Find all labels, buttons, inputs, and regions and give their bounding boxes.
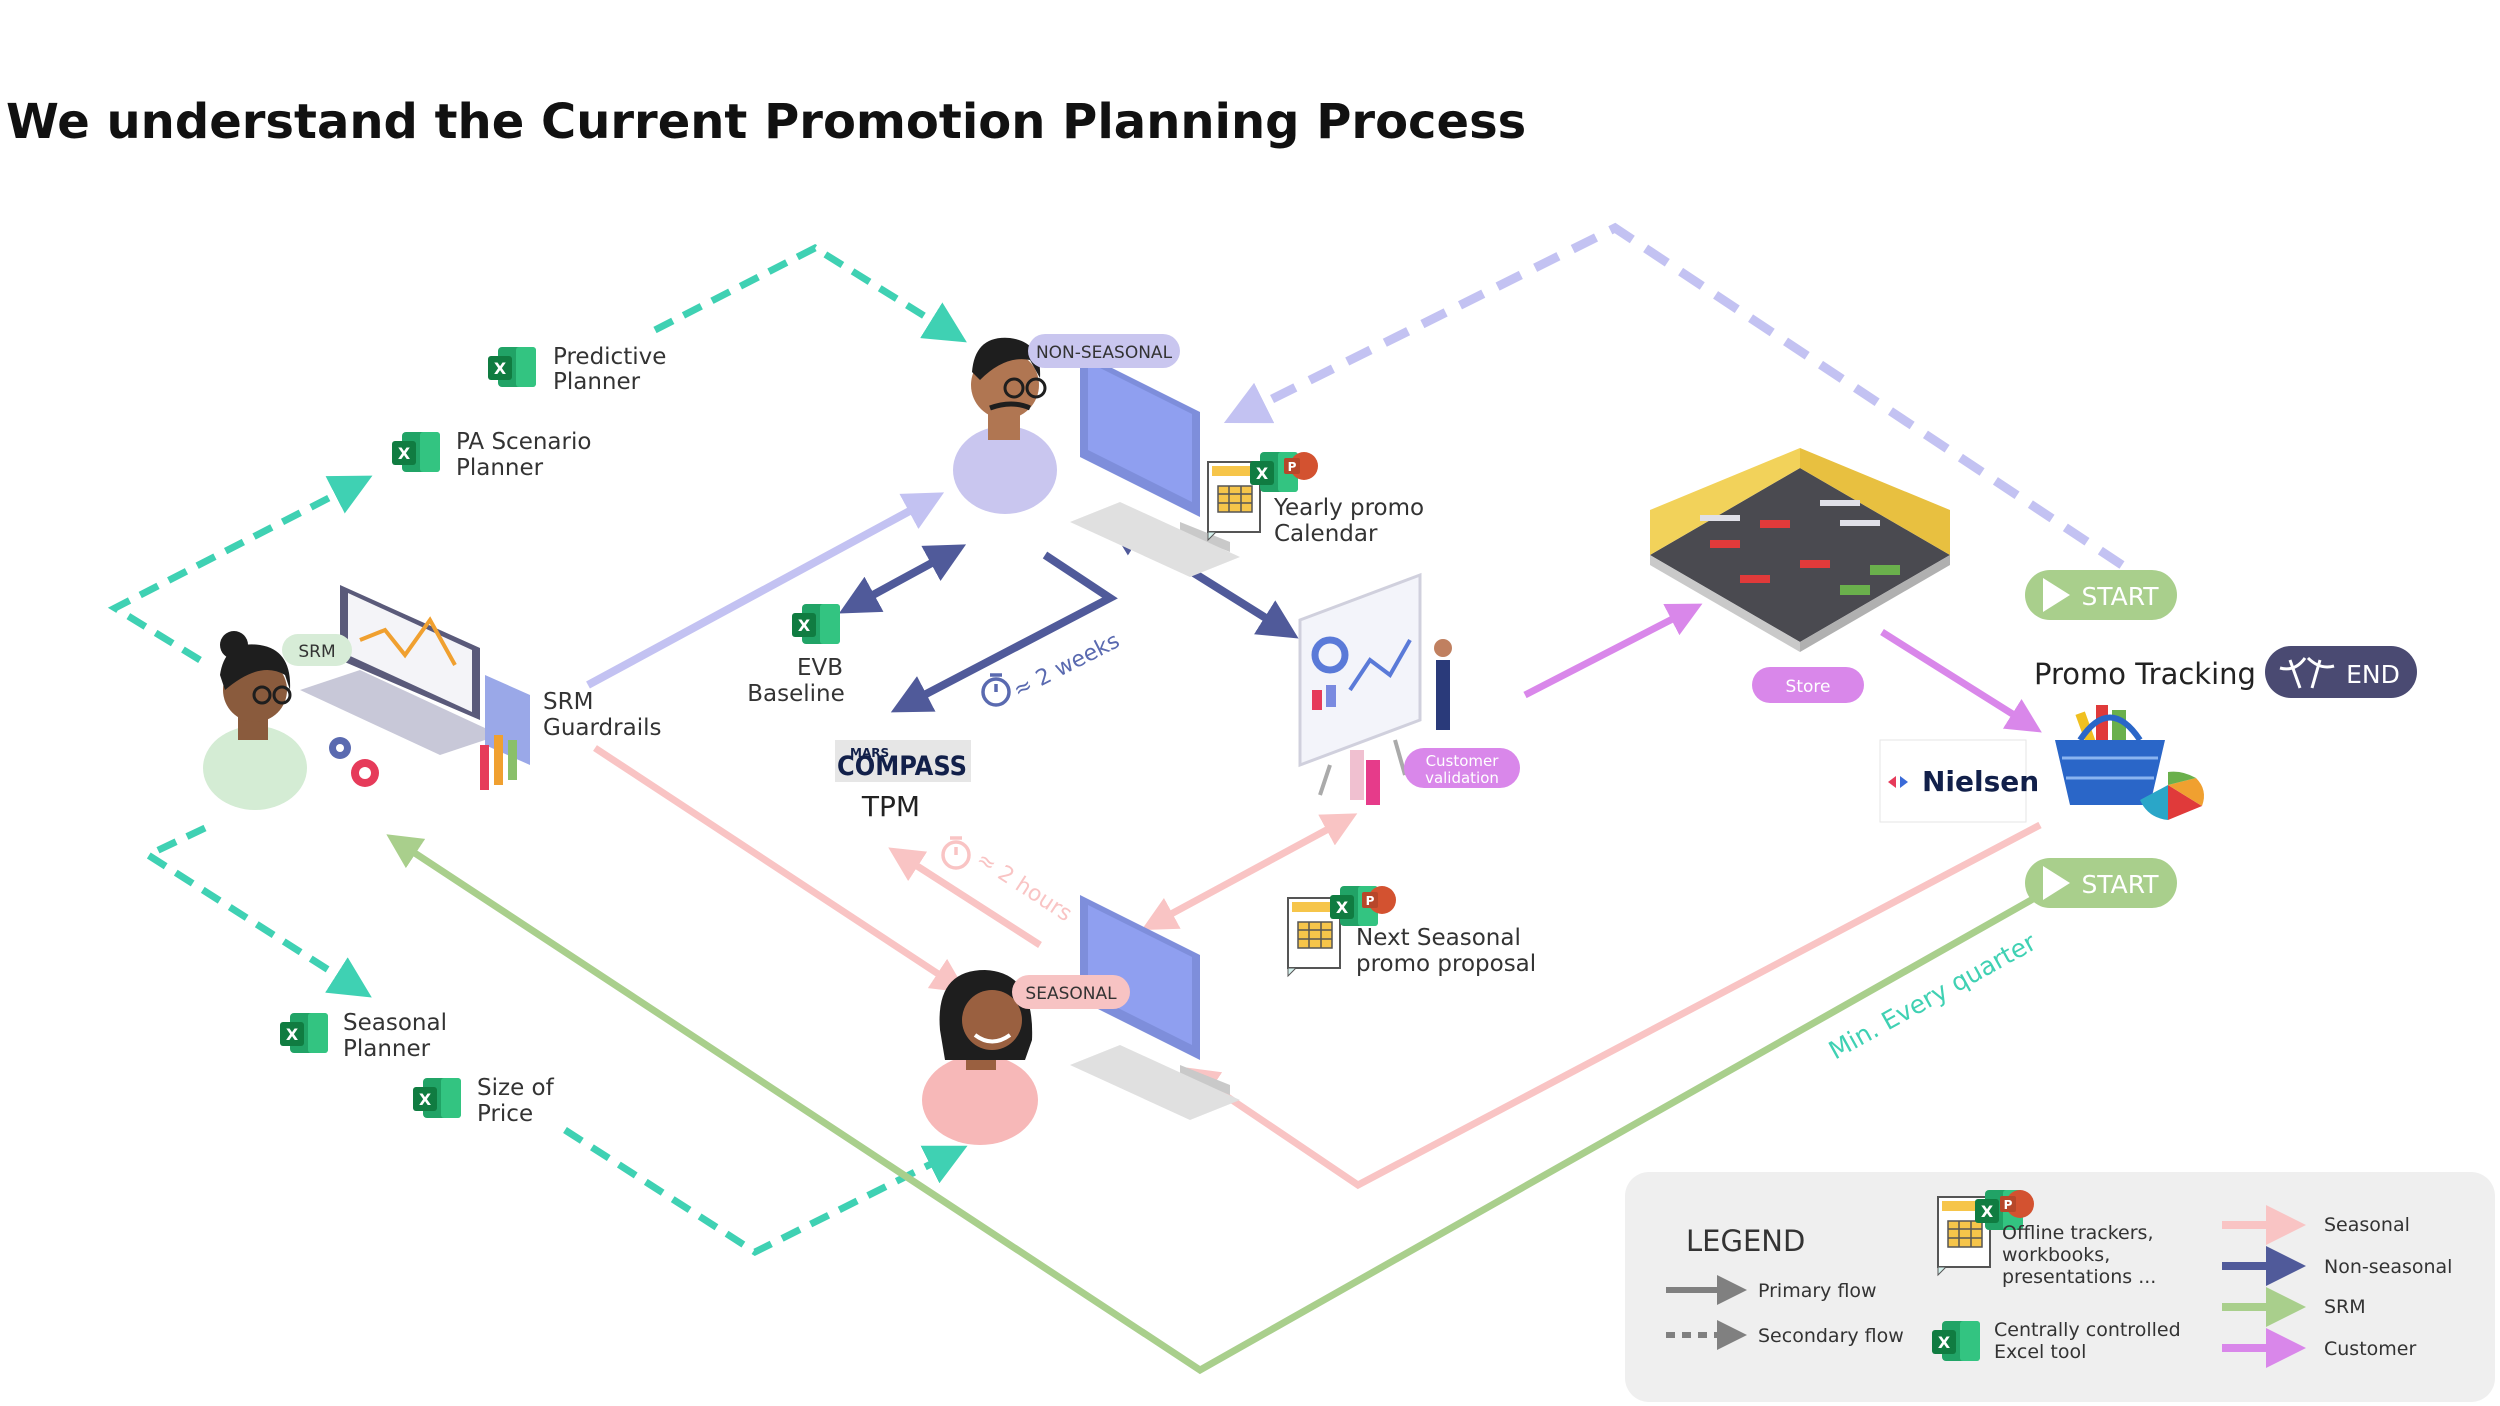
seasonal-person bbox=[922, 970, 1038, 1145]
size-of-price-line2: Price bbox=[477, 1101, 533, 1127]
customer-to-store-arrow bbox=[1523, 603, 1703, 699]
compass-word: COMPASS bbox=[837, 751, 967, 782]
excel-icon bbox=[280, 1013, 328, 1053]
srm-to-nonseasonal-arrow bbox=[586, 492, 945, 689]
excel-icon bbox=[392, 432, 440, 472]
legend-offline-line2: workbooks, bbox=[2002, 1244, 2110, 1266]
promo-tracking-node: START Promo Tracking END Nielsen bbox=[1879, 570, 2417, 908]
nonseasonal-evb-arrow bbox=[838, 544, 967, 614]
legend-offline-line1: Offline trackers, bbox=[2002, 1222, 2154, 1244]
legend-nonseasonal-label: Non-seasonal bbox=[2324, 1256, 2452, 1278]
legend-central-line2: Excel tool bbox=[1994, 1341, 2086, 1363]
excel-icon bbox=[413, 1078, 461, 1118]
seasonal-badge-label: SEASONAL bbox=[1025, 984, 1117, 1004]
pa-scenario-line1: PA Scenario bbox=[456, 429, 591, 455]
stopwatch-icon bbox=[981, 673, 1011, 707]
teal-flow-predictive bbox=[653, 243, 967, 343]
next-seasonal-line2: promo proposal bbox=[1356, 951, 1536, 977]
seasonal-planner-line1: Seasonal bbox=[343, 1010, 447, 1036]
predictive-planner-line1: Predictive bbox=[553, 344, 666, 370]
start-top-button bbox=[2025, 570, 2177, 620]
seasonal-planner-line2: Planner bbox=[343, 1036, 431, 1062]
nielsen-logo: Nielsen bbox=[1879, 739, 2039, 823]
play-icon bbox=[2043, 866, 2070, 900]
promo-tracking-label: Promo Tracking bbox=[2034, 657, 2256, 691]
legend-offline-line3: presentations ... bbox=[2002, 1266, 2156, 1288]
presentation-board-icon bbox=[1298, 572, 1452, 805]
seasonal-customer-arrow bbox=[1141, 813, 1358, 930]
stopwatch-icon bbox=[941, 836, 971, 870]
nonseasonal-badge bbox=[1028, 334, 1180, 368]
compass-brand: MARS bbox=[850, 746, 889, 760]
srm-person bbox=[203, 631, 307, 810]
teal-flow-pa-scenario bbox=[107, 475, 373, 663]
excel-icon bbox=[792, 604, 840, 644]
seasonal-node: SEASONAL bbox=[922, 895, 1240, 1145]
legend-srm-label: SRM bbox=[2324, 1296, 2366, 1318]
customer-badge-line2: validation bbox=[1425, 769, 1499, 787]
start-bottom-button bbox=[2025, 858, 2177, 908]
excel-icon bbox=[488, 347, 536, 387]
srm-quarterly-flow bbox=[386, 834, 2042, 1375]
start-top-label: START bbox=[2081, 582, 2159, 611]
pa-scenario-line2: Planner bbox=[456, 455, 544, 481]
nonseasonal-person bbox=[953, 337, 1057, 514]
srm-badge bbox=[282, 634, 352, 666]
srm-guardrails-line1: SRM bbox=[543, 689, 593, 715]
teal-flow-seasonal-planner bbox=[140, 824, 372, 998]
store-badge-label: Store bbox=[1786, 677, 1831, 697]
laptop-icon bbox=[300, 585, 530, 790]
size-of-price-line1: Size of bbox=[477, 1075, 555, 1101]
seasonal-badge bbox=[1012, 975, 1130, 1009]
srm-node: SRM bbox=[203, 585, 530, 810]
tpm-label: TPM bbox=[861, 790, 920, 823]
nonseasonal-node: NON-SEASONAL bbox=[953, 334, 1240, 577]
yearly-promo-line1: Yearly promo bbox=[1273, 495, 1424, 521]
srm-guardrails-line2: Guardrails bbox=[543, 715, 661, 741]
seasonal-to-tpm-arrow bbox=[888, 847, 1042, 948]
checkered-flag-icon bbox=[2279, 656, 2335, 689]
compass-logo: MARS COMPASS bbox=[835, 740, 971, 782]
nonseasonal-badge-label: NON-SEASONAL bbox=[1036, 343, 1173, 363]
next-seasonal-line1: Next Seasonal bbox=[1356, 925, 1521, 951]
legend-customer-label: Customer bbox=[2324, 1338, 2416, 1360]
evb-line2: Baseline bbox=[747, 681, 845, 707]
yearly-promo-line2: Calendar bbox=[1274, 521, 1378, 547]
evb-line1: EVB bbox=[797, 655, 843, 681]
basket-icon bbox=[2055, 705, 2204, 820]
teal-flow-size-of-price bbox=[563, 1127, 968, 1257]
seasonal-flows bbox=[593, 745, 2042, 1190]
secondary-flows bbox=[107, 243, 968, 1257]
end-label: END bbox=[2346, 660, 2400, 689]
customer-node: Customer validation bbox=[1298, 572, 1520, 805]
legend-seasonal-label: Seasonal bbox=[2324, 1214, 2410, 1236]
customer-validation-badge bbox=[1404, 748, 1520, 788]
tracking-to-seasonal-arrow bbox=[1183, 821, 2042, 1190]
nonseasonal-tpm-arrow bbox=[890, 551, 1118, 713]
legend-central-line1: Centrally controlled bbox=[1994, 1319, 2181, 1341]
legend: LEGEND Primary flow Secondary flow Offli… bbox=[1625, 1172, 2495, 1402]
legend-primary-label: Primary flow bbox=[1758, 1280, 1877, 1302]
store-icon bbox=[1650, 448, 1950, 652]
page-title: We understand the Current Promotion Plan… bbox=[6, 94, 1526, 150]
store-badge bbox=[1752, 667, 1864, 703]
srm-badge-label: SRM bbox=[298, 642, 335, 662]
play-icon bbox=[2043, 578, 2070, 612]
predictive-planner-line2: Planner bbox=[553, 369, 641, 395]
legend-title: LEGEND bbox=[1686, 1224, 1805, 1258]
start-bottom-label: START bbox=[2081, 870, 2159, 899]
store-node: Store bbox=[1650, 448, 1950, 703]
srm-to-seasonal-arrow bbox=[593, 745, 967, 993]
legend-secondary-label: Secondary flow bbox=[1758, 1325, 1904, 1347]
customer-badge-line1: Customer bbox=[1426, 752, 1500, 770]
store-to-tracking-arrow bbox=[1880, 629, 2042, 733]
nonseasonal-return-flow bbox=[1223, 222, 2125, 569]
nielsen-text: Nielsen bbox=[1922, 765, 2039, 798]
